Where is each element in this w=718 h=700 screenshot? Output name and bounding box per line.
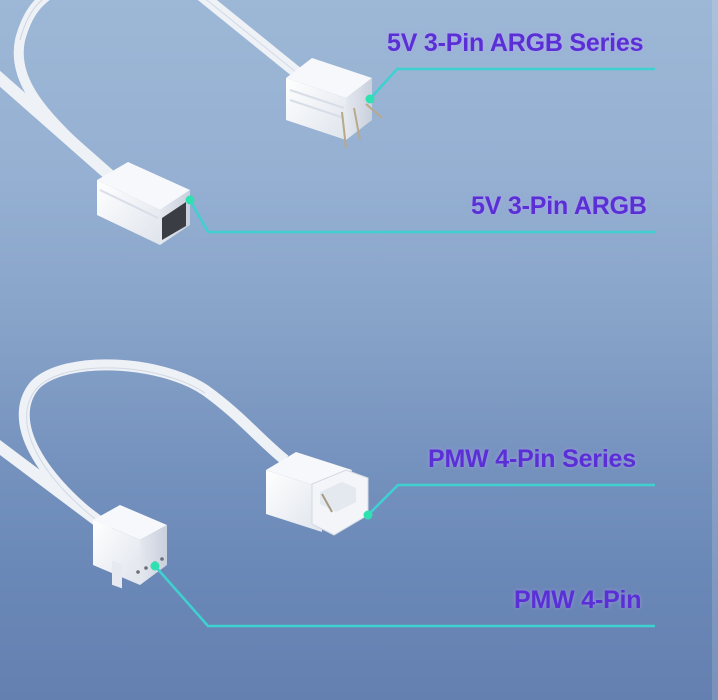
- pwm-male-connector: [266, 452, 369, 536]
- leader-line-argb: [188, 199, 655, 234]
- argb-male-connector: [286, 58, 383, 149]
- label-pwm-series: PMW 4-Pin Series: [428, 445, 636, 473]
- label-argb: 5V 3-Pin ARGB: [471, 192, 647, 220]
- argb-cable: [0, 0, 304, 186]
- pwm-cable: [0, 359, 289, 535]
- pwm-female-connector: [93, 505, 167, 589]
- leader-line-argb-series: [369, 67, 655, 100]
- dot-pwm: [150, 561, 160, 571]
- label-pwm: PMW 4-Pin: [514, 586, 642, 614]
- right-edge-strip: [712, 0, 718, 700]
- leader-lines: [154, 67, 655, 628]
- dot-argb-series: [365, 94, 375, 104]
- leader-line-pwm: [154, 565, 655, 628]
- label-argb-series: 5V 3-Pin ARGB Series: [387, 29, 644, 57]
- dot-pwm-series: [363, 510, 373, 520]
- argb-female-connector: [97, 162, 190, 245]
- leader-dots: [150, 94, 375, 571]
- leader-line-pwm-series: [367, 483, 655, 516]
- dot-argb: [185, 195, 195, 205]
